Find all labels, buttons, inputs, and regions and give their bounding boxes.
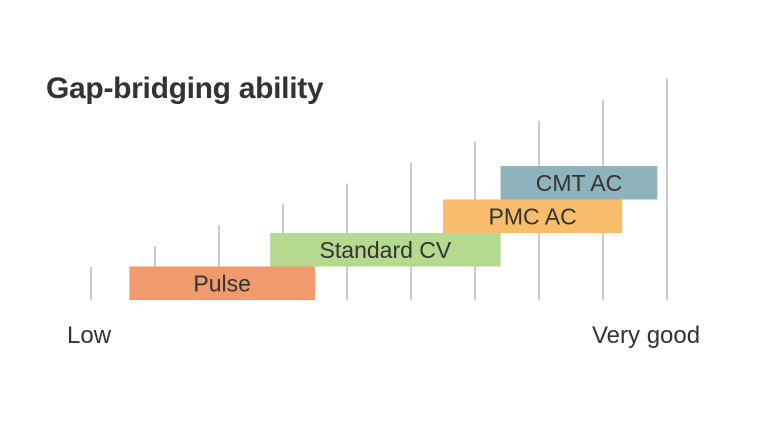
bar-cmt-ac	[500, 166, 658, 200]
bar-standard-cv	[270, 233, 501, 267]
bar-label: PMC AC	[489, 203, 577, 229]
bar-pmc-ac	[443, 199, 623, 233]
axis-label-low: Low	[67, 322, 112, 349]
bar-label: Pulse	[193, 270, 251, 296]
bar-pulse	[129, 266, 315, 300]
axis-label-high: Very good	[592, 322, 701, 349]
bar-label: CMT AC	[536, 170, 622, 196]
chart-title: Gap-bridging ability	[46, 72, 324, 105]
bar-label: Standard CV	[320, 237, 452, 263]
